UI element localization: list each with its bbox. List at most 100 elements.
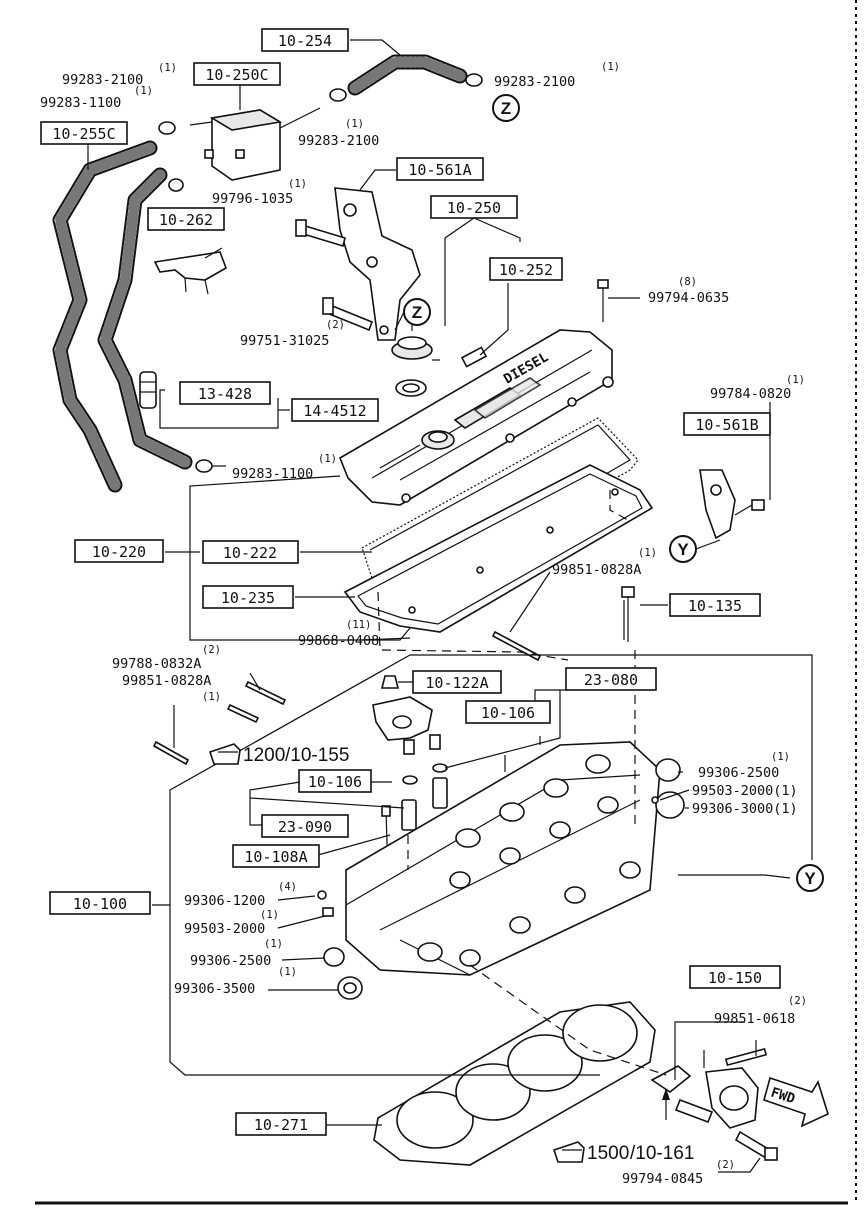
ref-box-10-254[interactable]: 10-254 [261, 28, 349, 52]
ref-box-13-428[interactable]: 13-428 [179, 381, 271, 405]
svg-text:10-271: 10-271 [254, 1116, 308, 1134]
bolt-10-135 [621, 586, 635, 642]
svg-text:10-100: 10-100 [73, 895, 127, 913]
qty-label: (1) [202, 691, 221, 703]
part-number: 99868-0408 [298, 633, 379, 649]
page-ref-number: 1500 [587, 1143, 629, 1164]
svg-text:10-561B: 10-561B [695, 416, 758, 434]
ref-box-10-100[interactable]: 10-100 [49, 891, 151, 915]
qty-label: (2) [788, 995, 807, 1007]
svg-text:10-135: 10-135 [688, 597, 742, 615]
qty-label: (1) [260, 909, 279, 921]
gasket-10-235 [343, 464, 654, 633]
qty-label: (1) [134, 85, 153, 97]
svg-text:23-090: 23-090 [278, 818, 332, 836]
oil-separator-10-250c [189, 107, 321, 181]
part-number: 99751-31025 [240, 333, 329, 349]
svg-text:23-080: 23-080 [584, 671, 638, 689]
hose-10-254 [347, 54, 468, 96]
svg-text:10-561A: 10-561A [408, 161, 471, 179]
ref-box-10-252[interactable]: 10-252 [489, 257, 563, 281]
marker-z-top: Z [492, 94, 520, 122]
marker-y-leader [695, 539, 721, 550]
part-number: 99306-3000(1) [692, 801, 798, 817]
part-number: 99283-1100 [232, 466, 313, 482]
ref-box-10-235[interactable]: 10-235 [202, 585, 294, 609]
ref-box-10-108a[interactable]: 10-108A [232, 844, 320, 868]
svg-text:10-106: 10-106 [481, 704, 535, 722]
ref-box-10-150[interactable]: 10-150 [689, 965, 781, 989]
qty-label: (1) [601, 61, 620, 73]
marker-z-leader [394, 311, 405, 331]
ref-box-23-080[interactable]: 23-080 [565, 667, 657, 691]
ref-box-10-255c[interactable]: 10-255C [40, 121, 128, 145]
thermostat-housing-10-150 [650, 1047, 778, 1161]
svg-text:10-250: 10-250 [447, 199, 501, 217]
svg-text:10-220: 10-220 [92, 543, 146, 561]
marker-z-cap: Z [403, 298, 431, 326]
ref-box-10-135[interactable]: 10-135 [669, 593, 761, 617]
part-number: 99306-3500 [174, 981, 255, 997]
svg-text:Z: Z [412, 303, 422, 322]
part-number: 99851-0828A [122, 673, 211, 689]
cylinder-head-ports [417, 754, 641, 967]
marker-y-head: Y [796, 864, 824, 892]
ref-box-10-222[interactable]: 10-222 [202, 540, 299, 564]
page-ref-target: /10-155 [285, 745, 349, 766]
page-ref-number: 1200 [243, 745, 285, 766]
part-number-labels: (1) 99283-2100 (1) 99283-1100 (1) 99283-… [40, 61, 807, 1187]
ref-box-23-090[interactable]: 23-090 [261, 814, 349, 838]
fwd-text: FWD [769, 1085, 797, 1108]
qty-label: (11) [346, 619, 371, 631]
qty-label: (8) [678, 276, 697, 288]
box-labels: 10-254 10-250C 10-255C 10-262 10-561A 10… [40, 28, 781, 1136]
qty-label: (1) [264, 938, 283, 950]
part-number: 99503-2000(1) [692, 783, 798, 799]
pointing-hand-icon [552, 1141, 585, 1163]
ref-box-10-250c[interactable]: 10-250C [193, 62, 281, 86]
part-number: 99283-2100 [62, 72, 143, 88]
ref-box-10-262[interactable]: 10-262 [147, 207, 225, 231]
marker-y-bracket: Y [669, 535, 697, 563]
svg-text:10-122A: 10-122A [425, 674, 488, 692]
fitting-13-428 [139, 371, 157, 409]
page-ref-1200[interactable]: 1200 /10-155 [208, 743, 349, 766]
svg-text:10-235: 10-235 [221, 589, 275, 607]
part-number: 99503-2000 [184, 921, 265, 937]
ref-box-10-106-lower[interactable]: 10-106 [298, 769, 372, 793]
page-ref-1500[interactable]: 1500 /10-161 [552, 1141, 694, 1164]
ref-box-10-122a[interactable]: 10-122A [412, 670, 502, 694]
part-number: 99788-0832A [112, 656, 201, 672]
ref-box-10-106-upper[interactable]: 10-106 [465, 700, 551, 724]
svg-text:10-255C: 10-255C [52, 125, 115, 143]
svg-text:Z: Z [501, 99, 511, 118]
ref-box-10-561b[interactable]: 10-561B [683, 412, 771, 436]
engine-bracket-10-561a [334, 187, 421, 341]
ref-box-10-271[interactable]: 10-271 [235, 1112, 327, 1136]
qty-label: (1) [771, 751, 790, 763]
svg-text:10-222: 10-222 [223, 544, 277, 562]
hose-10-255c [52, 140, 158, 493]
ref-box-10-220[interactable]: 10-220 [74, 539, 164, 563]
fwd-arrow: FWD [763, 1076, 829, 1128]
svg-text:14-4512: 14-4512 [303, 402, 366, 420]
page-ref-target: /10-161 [630, 1143, 694, 1164]
part-number: 99784-0820 [710, 386, 791, 402]
qty-label: (1) [318, 453, 337, 465]
part-number: 99306-2500 [190, 953, 271, 969]
part-number: 99306-1200 [184, 893, 265, 909]
svg-text:10-254: 10-254 [278, 32, 332, 50]
qty-label: (1) [158, 62, 177, 74]
bracket-10-561b [699, 469, 765, 540]
ref-box-14-4512[interactable]: 14-4512 [291, 398, 379, 422]
svg-text:10-106: 10-106 [308, 773, 362, 791]
ref-box-10-561a[interactable]: 10-561A [396, 157, 484, 181]
qty-label: (2) [202, 644, 221, 656]
part-number: 99283-2100 [494, 74, 575, 90]
ref-box-10-250[interactable]: 10-250 [430, 195, 518, 219]
cam-caps [372, 675, 448, 876]
svg-text:10-262: 10-262 [159, 211, 213, 229]
pointing-hand-icon [208, 743, 241, 765]
part-number: 99794-0845 [622, 1171, 703, 1187]
